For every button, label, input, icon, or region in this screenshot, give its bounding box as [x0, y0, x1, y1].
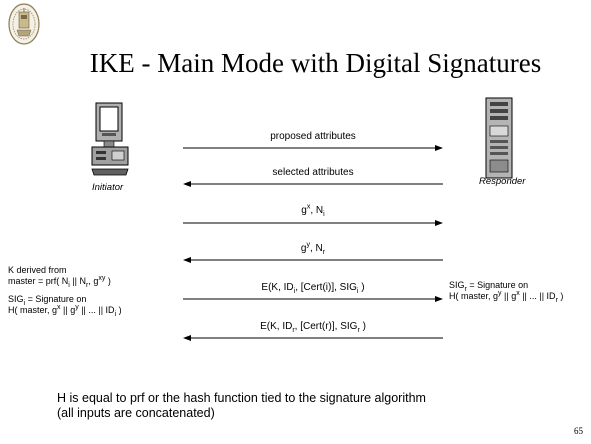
arrow-right-5 [183, 296, 443, 302]
sig-r-note-line2: H( master, gy || gx || ... || IDr ) [449, 290, 564, 304]
master-formula-note: master = prf( Ni || Nr, gxy ) [8, 275, 111, 289]
initiator-label: Initiator [92, 182, 124, 193]
arrow-left-6 [183, 335, 443, 341]
arrow-left-4 [183, 257, 443, 263]
footnote-line-1: H is equal to prf or the hash function t… [57, 391, 426, 405]
footnote-line-2: (all inputs are concatenated) [57, 406, 215, 420]
slide-title: IKE - Main Mode with Digital Signatures [89, 48, 542, 78]
arrow-right-3 [183, 220, 443, 226]
sig-i-note-line2: H( master, gx || gy || ... || IDi ) [8, 304, 122, 318]
initiator-computer-icon [91, 102, 129, 176]
sig-i-note-line1: SIGi = Signature on [8, 294, 87, 307]
message-label-5: E(K, IDi, [Cert(i)], SIGi ) [261, 282, 365, 295]
arrow-right-1 [183, 145, 443, 151]
k-derived-note: K derived from [8, 265, 67, 275]
responder-server-icon [485, 97, 513, 179]
message-label-6: E(K, IDr, [Cert(r)], SIGr ) [260, 321, 366, 334]
message-label-3: gx, Ni [301, 203, 325, 218]
message-label-1: proposed attributes [270, 131, 356, 142]
responder-label: Responder [479, 176, 526, 187]
sig-r-note-line1: SIGr = Signature on [449, 280, 529, 293]
university-seal-logo [8, 3, 40, 45]
footnote: H is equal to prf or the hash function t… [57, 391, 426, 421]
message-label-2: selected attributes [272, 167, 354, 178]
arrow-left-2 [183, 181, 443, 187]
message-label-4: gy, Nr [300, 241, 326, 256]
page-number: 65 [574, 426, 583, 436]
